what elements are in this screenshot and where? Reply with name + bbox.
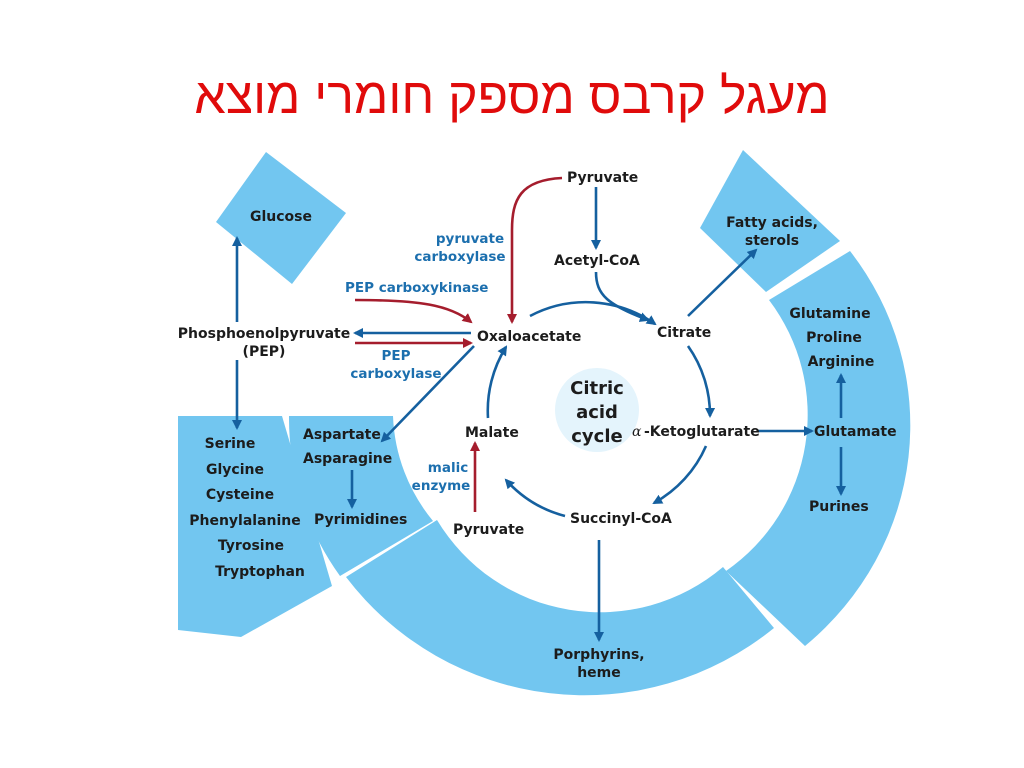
amino-acids-left-region (178, 416, 332, 637)
aspartate-region (288, 416, 433, 576)
glucose-label: Glucose (250, 209, 312, 225)
succinyl-coa-label: Succinyl-CoA (570, 511, 672, 527)
amino-acids-right-region (726, 251, 911, 646)
arrow-pep-to-oxaloacetate (354, 298, 473, 324)
tryptophan-label: Tryptophan (215, 564, 305, 580)
glucose-region (216, 152, 346, 284)
phenylalanine-label: Phenylalanine (189, 513, 301, 529)
purines-label: Purines (809, 499, 869, 515)
arrow-acetyl-coa-to-citrate (594, 271, 650, 322)
arginine-label: Arginine (808, 354, 875, 370)
center-label-line-2: acid (576, 402, 618, 423)
center-label-line-1: Citric (570, 378, 624, 399)
pep-carboxylase-line-2: carboxylase (350, 366, 441, 382)
arrow-pyruvate-to-oxaloacetate (507, 176, 563, 324)
porphyrins-region (346, 520, 774, 696)
arrow-oxaloacetate-to-citrate (529, 300, 657, 326)
glutamine-label: Glutamine (789, 306, 870, 322)
tyrosine-label: Tyrosine (218, 538, 284, 554)
arrow-succinyl-coa-to-malate (504, 478, 566, 518)
pep-label-line-2: (PEP) (243, 344, 286, 360)
arrow-citrate-to-ketoglutarate (686, 345, 716, 418)
proline-label: Proline (806, 330, 862, 346)
citrate-label: Citrate (657, 325, 711, 341)
slide-title: מעגל קרבס מספק חומרי מוצא (194, 68, 830, 124)
arrow-oxaloacetate-to-aspartate (380, 345, 475, 443)
pyruvate-top-label: Pyruvate (567, 170, 638, 186)
serine-label: Serine (205, 436, 256, 452)
center-label-line-3: cycle (571, 426, 622, 447)
arrow-ketoglutarate-to-succinyl-coa (652, 445, 708, 505)
pyruvate-bottom-label: Pyruvate (453, 522, 524, 538)
fatty-acids-line-2: sterols (745, 233, 799, 249)
aspartate-label: Aspartate (303, 427, 381, 443)
malate-label: Malate (465, 425, 519, 441)
pyruvate-carboxylase-line-1: pyruvate (436, 231, 504, 247)
malic-enzyme-line-1: malic (428, 460, 468, 476)
pyrimidines-label: Pyrimidines (314, 512, 407, 528)
fatty-acids-line-1: Fatty acids, (726, 215, 818, 231)
pep-carboxylase-line-1: PEP (381, 348, 410, 364)
arrow-malate-to-oxaloacetate (486, 345, 508, 419)
cysteine-label: Cysteine (206, 487, 274, 503)
porphyrins-line-1: Porphyrins, (553, 647, 644, 663)
ketoglutarate-prefix: α (632, 424, 642, 440)
cycle-center-glow (555, 368, 639, 452)
pep-carboxykinase-label: PEP carboxykinase (345, 280, 488, 296)
pep-label-line-1: Phosphoenolpyruvate (178, 326, 350, 342)
acetyl-coa-label: Acetyl-CoA (554, 253, 640, 269)
glycine-label: Glycine (206, 462, 264, 478)
arrow-citrate-to-fatty-acids (687, 248, 758, 317)
asparagine-label: Asparagine (303, 451, 392, 467)
glutamate-label: Glutamate (814, 424, 897, 440)
porphyrins-line-2: heme (577, 665, 621, 681)
malic-enzyme-line-2: enzyme (412, 478, 471, 494)
oxaloacetate-label: Oxaloacetate (477, 329, 581, 345)
fatty-acids-region (700, 150, 840, 292)
pyruvate-carboxylase-line-2: carboxylase (414, 249, 505, 265)
ketoglutarate-label: -Ketoglutarate (644, 424, 760, 440)
